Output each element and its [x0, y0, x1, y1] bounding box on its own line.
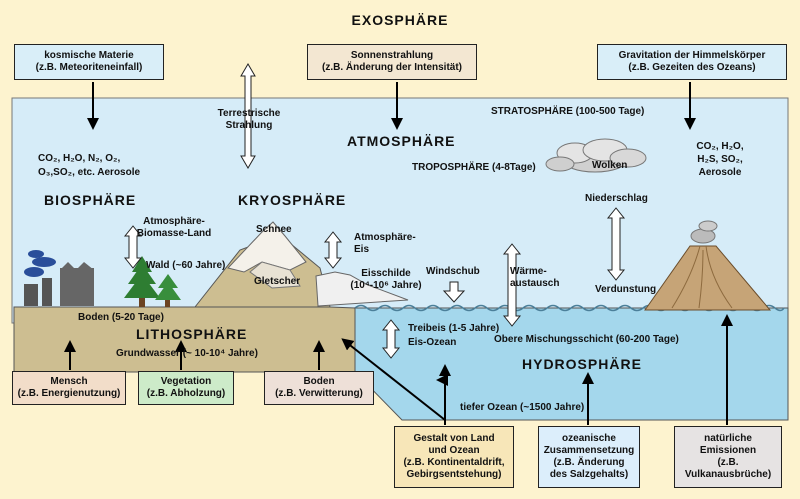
shape-arrow-land — [341, 338, 446, 421]
solar-radiation-line1: Sonnenstrahlung — [350, 50, 434, 61]
tree-icon — [124, 256, 181, 307]
ocean-composition-box: ozeanische Zusammensetzung (z.B. Änderun… — [538, 426, 640, 488]
ocean-line4: des Salzgehalts) — [549, 469, 629, 480]
biosphere-exchange-label: Atmosphäre- Biomasse-Land — [124, 216, 224, 240]
ice-exchange-line2: Eis — [354, 244, 370, 255]
gravitation-box: Gravitation der Himmelskörper (z.B. Geze… — [597, 44, 787, 80]
drift-ice-label: Treibeis (1-5 Jahre) Eis-Ozean — [408, 322, 499, 350]
cryosphere-title: KRYOSPHÄRE — [238, 192, 347, 208]
ice-shelf-line1: Eisschilde — [361, 268, 411, 279]
heat-line2: austausch — [510, 278, 560, 289]
heat-exchange-label: Wärme- austausch — [510, 266, 559, 290]
ocean-line3: (z.B. Änderung — [553, 457, 625, 468]
exosphere-title: EXOSPHÄRE — [351, 12, 449, 28]
volcano-icon — [644, 220, 772, 311]
volcanic-gases-label: CO₂, H₂O, H₂S, SO₂, Aerosole — [690, 140, 750, 179]
cosmic-matter-line1: kosmische Materie — [44, 50, 134, 61]
glacier-label: Gletscher — [254, 276, 301, 287]
cosmic-matter-line2: (z.B. Meteoriteneinfall) — [35, 62, 143, 73]
biosphere-exchange-arrow — [123, 225, 143, 269]
lithosphere-title: LITHOSPHÄRE — [136, 326, 248, 342]
human-box: Mensch (z.B. Energienutzung) — [12, 371, 126, 405]
volcano-line3: (z.B. — [717, 457, 739, 468]
ice-shelf-label: Eisschilde (10⁴-10⁶ Jahre) — [346, 268, 426, 292]
volcano-line2: Emissionen — [699, 445, 757, 456]
vegetation-line1: Vegetation — [160, 376, 212, 387]
volcanic-line1: CO₂, H₂O, — [696, 141, 744, 152]
deep-ocean-label: tiefer Ozean (~1500 Jahre) — [460, 402, 585, 413]
shape-line1: Gestalt von Land — [413, 433, 495, 444]
gases-line2: O₃,SO₂, etc. Aerosole — [38, 167, 141, 178]
ocean-line1: ozeanische — [562, 433, 616, 444]
vegetation-box: Vegetation (z.B. Abholzung) — [138, 371, 234, 405]
shape-box: Gestalt von Land und Ozean (z.B. Kontine… — [394, 426, 514, 488]
ice-exchange-line1: Atmosphäre- — [354, 232, 416, 243]
factory-icon — [24, 250, 94, 306]
wind-arrow — [442, 281, 466, 303]
shape-line4: Gebirgsentstehung) — [406, 469, 502, 480]
drift-ice-line2: Eis-Ozean — [408, 337, 457, 348]
stratosphere-label: STRATOSPHÄRE (100-500 Tage) — [491, 106, 645, 117]
volcano-line4: Vulkanausbrüche) — [684, 469, 772, 480]
shape-line3: (z.B. Kontinentaldrift, — [403, 457, 505, 468]
biosphere-exchange-line1: Atmosphäre- — [143, 216, 205, 227]
soil-label: Boden (5-20 Tage) — [78, 312, 164, 323]
drift-ice-arrow — [381, 319, 401, 359]
heat-exchange-arrow — [502, 243, 522, 327]
biosphere-title: BIOSPHÄRE — [44, 192, 137, 208]
snow-mountain-icon — [227, 221, 307, 273]
human-line1: Mensch — [50, 376, 88, 387]
ice-shelf-icon — [315, 271, 409, 307]
heat-line1: Wärme- — [510, 266, 547, 277]
terrestrial-radiation-arrow — [240, 63, 256, 169]
troposphere-label: TROPOSPHÄRE (4-8Tage) — [412, 162, 536, 173]
precipitation-label: Niederschlag — [585, 193, 648, 204]
terrestrial-line1: Terrestrische — [217, 108, 281, 119]
vegetation-line2: (z.B. Abholzung) — [146, 388, 226, 399]
ocean-line2: Zusammensetzung — [543, 445, 635, 456]
soil-box: Boden (z.B. Verwitterung) — [264, 371, 374, 405]
soil-line2: (z.B. Verwitterung) — [275, 388, 363, 399]
ice-exchange-arrow — [323, 231, 343, 269]
gases-line1: CO₂, H₂O, N₂, O₂, — [38, 153, 121, 164]
volcanic-line3: Aerosole — [698, 167, 742, 178]
volcano-line1: natürliche — [704, 433, 752, 444]
soil-line1: Boden — [303, 376, 335, 387]
volcano-emissions-box: natürliche Emissionen (z.B. Vulkanausbrü… — [674, 426, 782, 488]
volcanic-line2: H₂S, SO₂, — [697, 154, 743, 165]
gases-label: CO₂, H₂O, N₂, O₂, O₃,SO₂, etc. Aerosole — [38, 152, 140, 180]
groundwater-label: Grundwasser (~ 10-10⁴ Jahre) — [116, 348, 258, 359]
forest-label: Wald (~60 Jahre) — [146, 260, 226, 271]
terrestrial-line2: Strahlung — [225, 120, 273, 131]
gravitation-line2: (z.B. Gezeiten des Ozeans) — [628, 62, 756, 73]
cosmic-matter-box: kosmische Materie (z.B. Meteoriteneinfal… — [14, 44, 164, 80]
drift-ice-line1: Treibeis (1-5 Jahre) — [408, 323, 500, 334]
solar-radiation-box: Sonnenstrahlung (z.B. Änderung der Inten… — [307, 44, 477, 80]
snow-label: Schnee — [256, 224, 292, 235]
gravitation-line1: Gravitation der Himmelskörper — [618, 50, 766, 61]
evaporation-label: Verdunstung — [595, 284, 657, 295]
solar-radiation-line2: (z.B. Änderung der Intensität) — [322, 62, 462, 73]
ice-exchange-label: Atmosphäre- Eis — [354, 232, 416, 256]
water-cycle-arrow — [606, 207, 626, 281]
wind-label: Windschub — [426, 266, 480, 277]
mixed-layer-label: Obere Mischungsschicht (60-200 Tage) — [494, 334, 679, 345]
human-line2: (z.B. Energienutzung) — [17, 388, 121, 399]
hydrosphere-title: HYDROSPHÄRE — [522, 356, 642, 372]
cloud-icon — [545, 138, 647, 173]
atmosphere-title: ATMOSPHÄRE — [347, 133, 456, 149]
ice-shelf-line2: (10⁴-10⁶ Jahre) — [350, 280, 422, 291]
glacier-icon — [249, 261, 301, 289]
biosphere-exchange-line2: Biomasse-Land — [136, 228, 212, 239]
terrestrial-radiation-label: Terrestrische Strahlung — [210, 108, 288, 132]
shape-line2: und Ozean — [428, 445, 480, 456]
clouds-label: Wolken — [592, 160, 628, 171]
